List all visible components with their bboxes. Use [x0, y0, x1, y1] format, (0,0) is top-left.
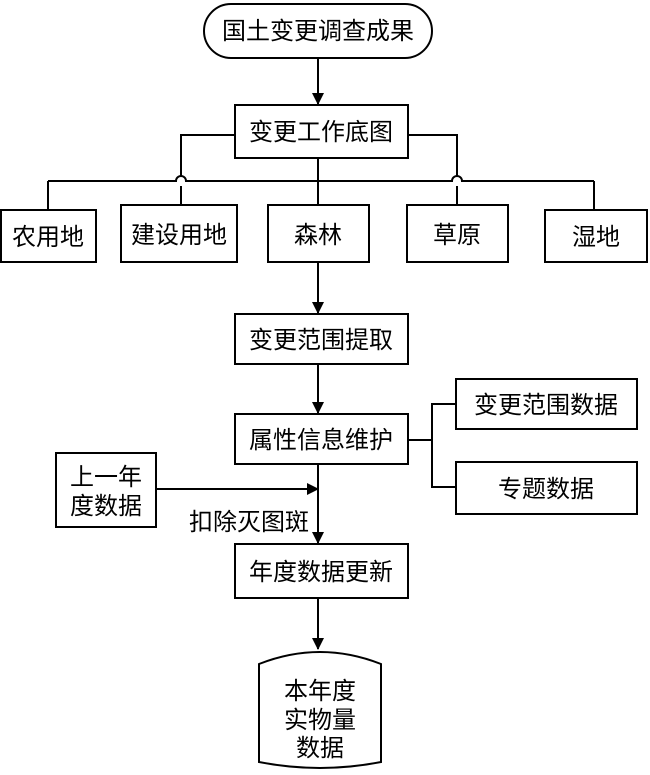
change-extraction-label: 变更范围提取: [249, 326, 393, 354]
edge-base-map-left-branch: [180, 134, 235, 176]
node-grassland: 草原: [406, 204, 509, 263]
forest-box: [267, 204, 370, 263]
edge-category-bus: [48, 175, 594, 182]
grassland-label: 草原: [433, 221, 481, 249]
edge-bracket-to-outputs: [431, 403, 456, 488]
previous-year-data-label-line2: 度数据: [70, 492, 142, 520]
output-data-document-shape: [258, 651, 382, 769]
node-change-range-data: 变更范围数据: [455, 378, 638, 430]
thematic-data-label: 专题数据: [498, 475, 594, 503]
attribute-maintenance-label: 属性信息维护: [249, 426, 393, 454]
output-data-label-line3: 数据: [296, 734, 344, 762]
wetland-box: [544, 209, 648, 263]
change-range-data-box: [455, 378, 638, 430]
output-data-label-line1: 本年度: [284, 677, 356, 705]
construction-land-box: [120, 204, 238, 263]
base-map-label: 变更工作底图: [249, 118, 393, 146]
node-farmland: 农用地: [0, 209, 97, 263]
node-change-extraction: 变更范围提取: [234, 313, 409, 365]
base-map-box: [234, 104, 409, 159]
construction-land-label: 建设用地: [131, 221, 227, 249]
node-construction-land: 建设用地: [120, 204, 238, 263]
node-data-update: 年度数据更新: [234, 543, 409, 599]
node-wetland: 湿地: [544, 209, 648, 263]
data-update-label: 年度数据更新: [249, 558, 393, 586]
data-update-box: [234, 543, 409, 599]
grassland-box: [406, 204, 509, 263]
previous-year-data-box: [55, 452, 157, 528]
deduct-fire-spots-label: 扣除灭图斑: [189, 508, 309, 536]
farmland-box: [0, 209, 97, 263]
node-attribute-maintenance: 属性信息维护: [234, 413, 409, 465]
attribute-maintenance-box: [234, 413, 409, 465]
edges: [47, 58, 595, 650]
start-terminal-shape: [203, 3, 433, 59]
previous-year-data-label-line1: 上一年: [70, 463, 142, 491]
node-thematic-data: 专题数据: [455, 461, 638, 515]
node-previous-year-data: 上一年 度数据: [55, 452, 157, 528]
node-base-map: 变更工作底图: [234, 104, 409, 159]
forest-label: 森林: [294, 221, 342, 249]
thematic-data-box: [455, 461, 638, 515]
output-data-label-line2: 实物量: [284, 706, 356, 734]
change-range-data-label: 变更范围数据: [474, 391, 618, 419]
farmland-label: 农用地: [12, 223, 84, 251]
node-output-data: 本年度 实物量 数据: [258, 651, 382, 769]
change-extraction-box: [234, 313, 409, 365]
node-start: 国土变更调查成果: [203, 3, 433, 59]
node-forest: 森林: [267, 204, 370, 263]
start-label: 国土变更调查成果: [222, 17, 414, 45]
edge-base-map-right-branch: [408, 134, 458, 176]
wetland-label: 湿地: [572, 223, 620, 251]
